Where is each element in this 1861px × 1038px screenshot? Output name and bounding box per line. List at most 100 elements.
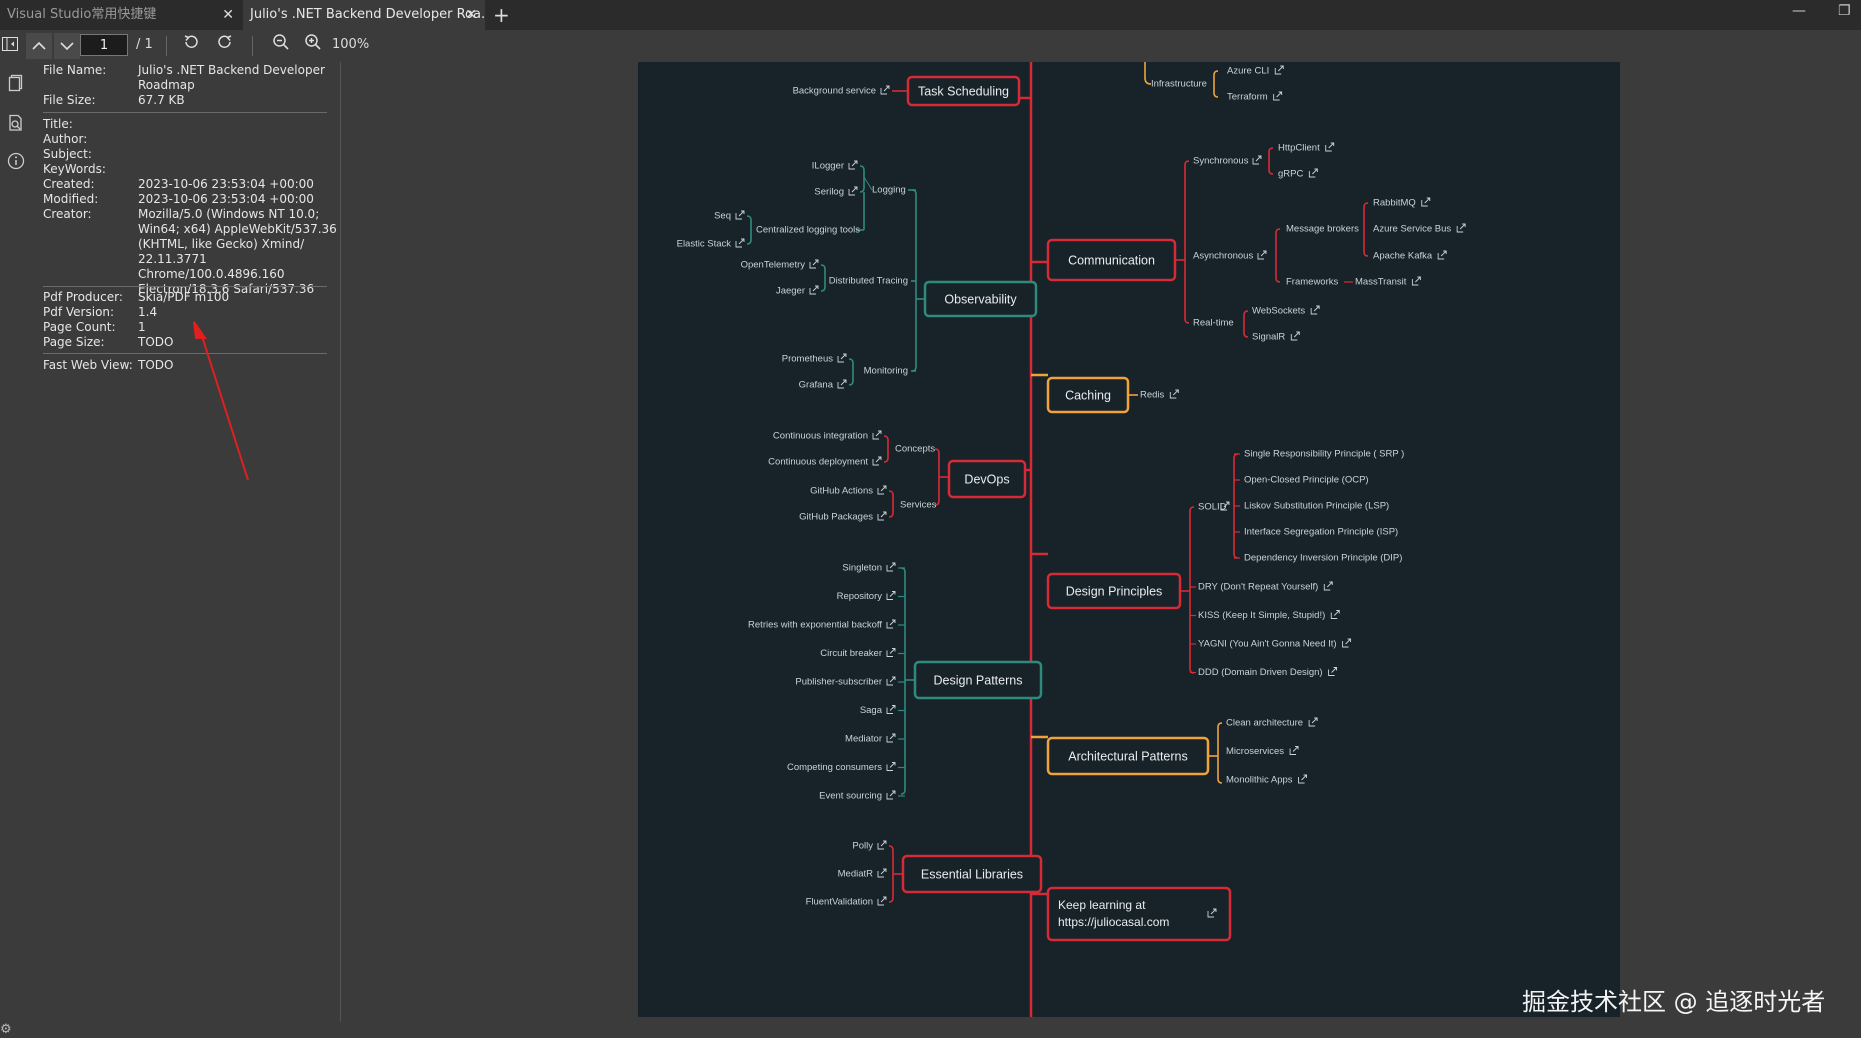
external-link-icon[interactable]: [886, 591, 896, 600]
leaf-continuous-integration: Continuous integration: [773, 431, 868, 442]
external-link-icon[interactable]: [886, 733, 896, 743]
rotate-left-icon[interactable]: [180, 33, 202, 59]
leaf-continuous-deployment: Continuous deployment: [768, 457, 868, 468]
external-link-icon[interactable]: [877, 896, 887, 906]
tab-dotnet-roadmap[interactable]: Julio's .NET Backend Developer Roa... ✕: [243, 0, 485, 30]
topic-design-patterns[interactable]: Design Patterns: [913, 660, 1043, 700]
external-link-icon[interactable]: [1323, 581, 1333, 591]
leaf-pattern: Circuit breaker: [820, 648, 882, 659]
external-link-icon[interactable]: [1257, 250, 1267, 260]
external-link-icon[interactable]: [872, 456, 882, 466]
restore-icon[interactable]: ❐: [1838, 3, 1851, 19]
sidebar-toggle-icon[interactable]: [0, 33, 20, 59]
external-link-icon[interactable]: [886, 705, 896, 714]
external-link-icon[interactable]: [1308, 168, 1318, 178]
external-link-icon[interactable]: [735, 238, 745, 248]
connector: [859, 165, 865, 193]
external-link-icon[interactable]: [872, 430, 882, 440]
close-tab-icon[interactable]: ✕: [222, 7, 234, 23]
external-link-icon[interactable]: [886, 790, 896, 800]
external-link-icon[interactable]: [735, 210, 745, 220]
search-document-icon[interactable]: [7, 114, 25, 132]
zoom-in-icon[interactable]: [302, 33, 324, 59]
new-tab-button[interactable]: +: [493, 3, 510, 27]
topic-architectural-patterns-box: [1046, 736, 1210, 776]
external-link-icon[interactable]: [1421, 197, 1431, 207]
external-link-icon[interactable]: [1169, 389, 1179, 399]
external-link-icon[interactable]: [886, 619, 896, 629]
leaf-websockets: WebSockets: [1252, 306, 1305, 317]
external-link-icon[interactable]: [1298, 774, 1307, 784]
external-link-icon[interactable]: [877, 868, 887, 878]
external-link-icon[interactable]: [809, 285, 819, 295]
external-link-icon[interactable]: [877, 840, 887, 850]
topic-caching[interactable]: Caching: [1046, 376, 1130, 414]
external-link-icon[interactable]: [809, 259, 819, 269]
leaf-github-actions: GitHub Actions: [810, 486, 873, 497]
leaf-grafana: Grafana: [799, 380, 834, 391]
page-number-input[interactable]: 1: [80, 34, 128, 56]
prop-value-file-name: Julio's .NET Backend Developer Roadmap: [138, 63, 325, 92]
external-link-icon[interactable]: [877, 485, 887, 495]
topic-design-principles[interactable]: Design Principles: [1046, 572, 1182, 610]
external-link-icon[interactable]: [1289, 746, 1299, 755]
external-link-icon[interactable]: [1411, 276, 1421, 286]
external-link-icon[interactable]: [1273, 91, 1283, 101]
previous-page-button[interactable]: [26, 33, 52, 59]
zoom-out-icon[interactable]: [270, 33, 292, 59]
external-link-icon[interactable]: [1310, 305, 1320, 315]
external-link-icon[interactable]: [1274, 65, 1284, 75]
external-link-icon[interactable]: [837, 379, 847, 389]
external-link-icon[interactable]: [880, 85, 890, 95]
external-link-icon[interactable]: [848, 160, 858, 170]
external-link-icon[interactable]: [1207, 908, 1217, 918]
close-tab-icon[interactable]: ✕: [465, 7, 477, 23]
tab-visual-studio-shortcuts[interactable]: Visual Studio常用快捷键 ✕: [0, 0, 242, 30]
topic-essential-libraries[interactable]: Essential Libraries: [901, 854, 1043, 894]
external-link-icon[interactable]: [877, 511, 887, 521]
external-link-icon[interactable]: [848, 186, 858, 196]
leaf-pattern: Singleton: [842, 563, 882, 574]
pages-icon[interactable]: [7, 74, 25, 92]
prop-label-keywords: KeyWords:: [43, 162, 106, 176]
settings-icon[interactable]: ⚙: [0, 1022, 12, 1037]
external-link-icon[interactable]: [1290, 331, 1300, 341]
topic-essential-libraries-box: [901, 854, 1043, 894]
leaf-logging: Logging: [872, 185, 906, 196]
external-link-icon[interactable]: [886, 648, 896, 657]
connector: [1275, 228, 1281, 283]
topic-devops[interactable]: DevOps: [947, 459, 1027, 499]
prop-label-title: Title:: [43, 117, 73, 131]
external-link-icon[interactable]: [1437, 250, 1447, 260]
rotate-right-icon[interactable]: [214, 33, 236, 59]
info-icon[interactable]: [7, 152, 25, 170]
external-link-icon[interactable]: [837, 353, 847, 363]
leaf-solid: SOLID: [1198, 502, 1227, 513]
external-link-icon[interactable]: [1252, 155, 1262, 165]
external-link-icon[interactable]: [1342, 638, 1352, 648]
prop-value-modified: 2023-10-06 23:53:04 +00:00: [138, 192, 314, 206]
external-link-icon[interactable]: [1328, 667, 1338, 676]
topic-observability[interactable]: Observability: [923, 280, 1038, 318]
leaf-solid-principle: Dependency Inversion Principle (DIP): [1244, 553, 1402, 564]
keep-learning-link[interactable]: https://juliocasal.com: [1058, 915, 1169, 929]
sidebar-icon-strip: [0, 62, 32, 1038]
next-page-button[interactable]: [54, 33, 80, 59]
external-link-icon[interactable]: [1456, 223, 1466, 233]
zoom-level[interactable]: 100%: [332, 37, 370, 52]
minimize-icon[interactable]: —: [1792, 3, 1806, 19]
external-link-icon[interactable]: [1325, 142, 1335, 152]
leaf-synchronous: Synchronous: [1193, 156, 1249, 167]
external-link-icon[interactable]: [1220, 501, 1230, 511]
topic-communication[interactable]: Communication: [1046, 238, 1177, 282]
topic-architectural-patterns[interactable]: Architectural Patterns: [1046, 736, 1210, 776]
external-link-icon[interactable]: [1330, 610, 1340, 619]
external-link-icon[interactable]: [886, 562, 896, 572]
external-link-icon[interactable]: [886, 676, 896, 686]
external-link-icon[interactable]: [1308, 717, 1318, 727]
external-link-icon[interactable]: [886, 762, 896, 771]
topic-observability-label: Observability: [944, 292, 1017, 306]
topic-task-scheduling[interactable]: Task Scheduling: [906, 75, 1021, 107]
